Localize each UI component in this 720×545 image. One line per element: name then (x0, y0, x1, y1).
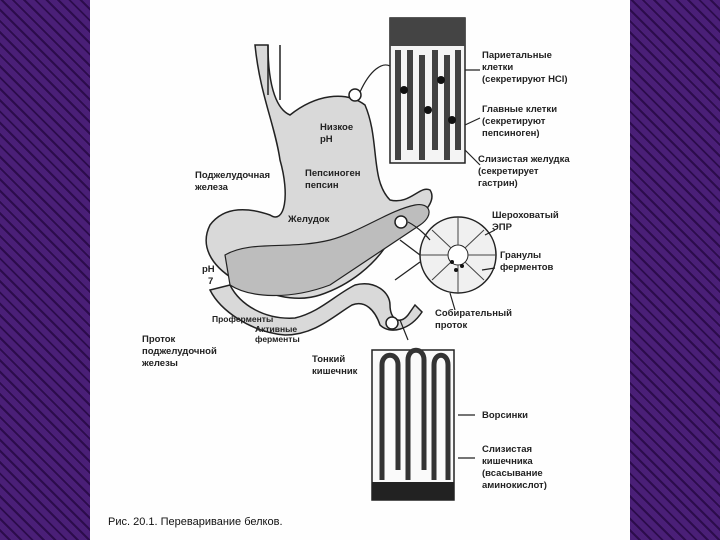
left-frame-border (0, 0, 90, 540)
label-stomach: Желудок (287, 214, 330, 225)
pancreas-connection-circle (394, 215, 408, 229)
pancreas-shape (224, 203, 430, 297)
intestinal-villi-block (371, 347, 455, 501)
gastric-mucosa-block (389, 17, 466, 164)
figure-caption: Рис. 20.1. Переваривание белков. (108, 516, 283, 528)
label-proenzymes: Проферменты (212, 314, 273, 324)
pancreatic-acinus (394, 216, 497, 294)
small-intestine-shape (208, 283, 423, 336)
esophagus (267, 45, 281, 100)
label-villi: Ворсинки (482, 410, 528, 421)
leader-lines (359, 64, 496, 459)
intestine-connection-circle (385, 316, 399, 330)
right-frame-border (630, 0, 720, 540)
stomach-connection-circle (348, 88, 362, 102)
